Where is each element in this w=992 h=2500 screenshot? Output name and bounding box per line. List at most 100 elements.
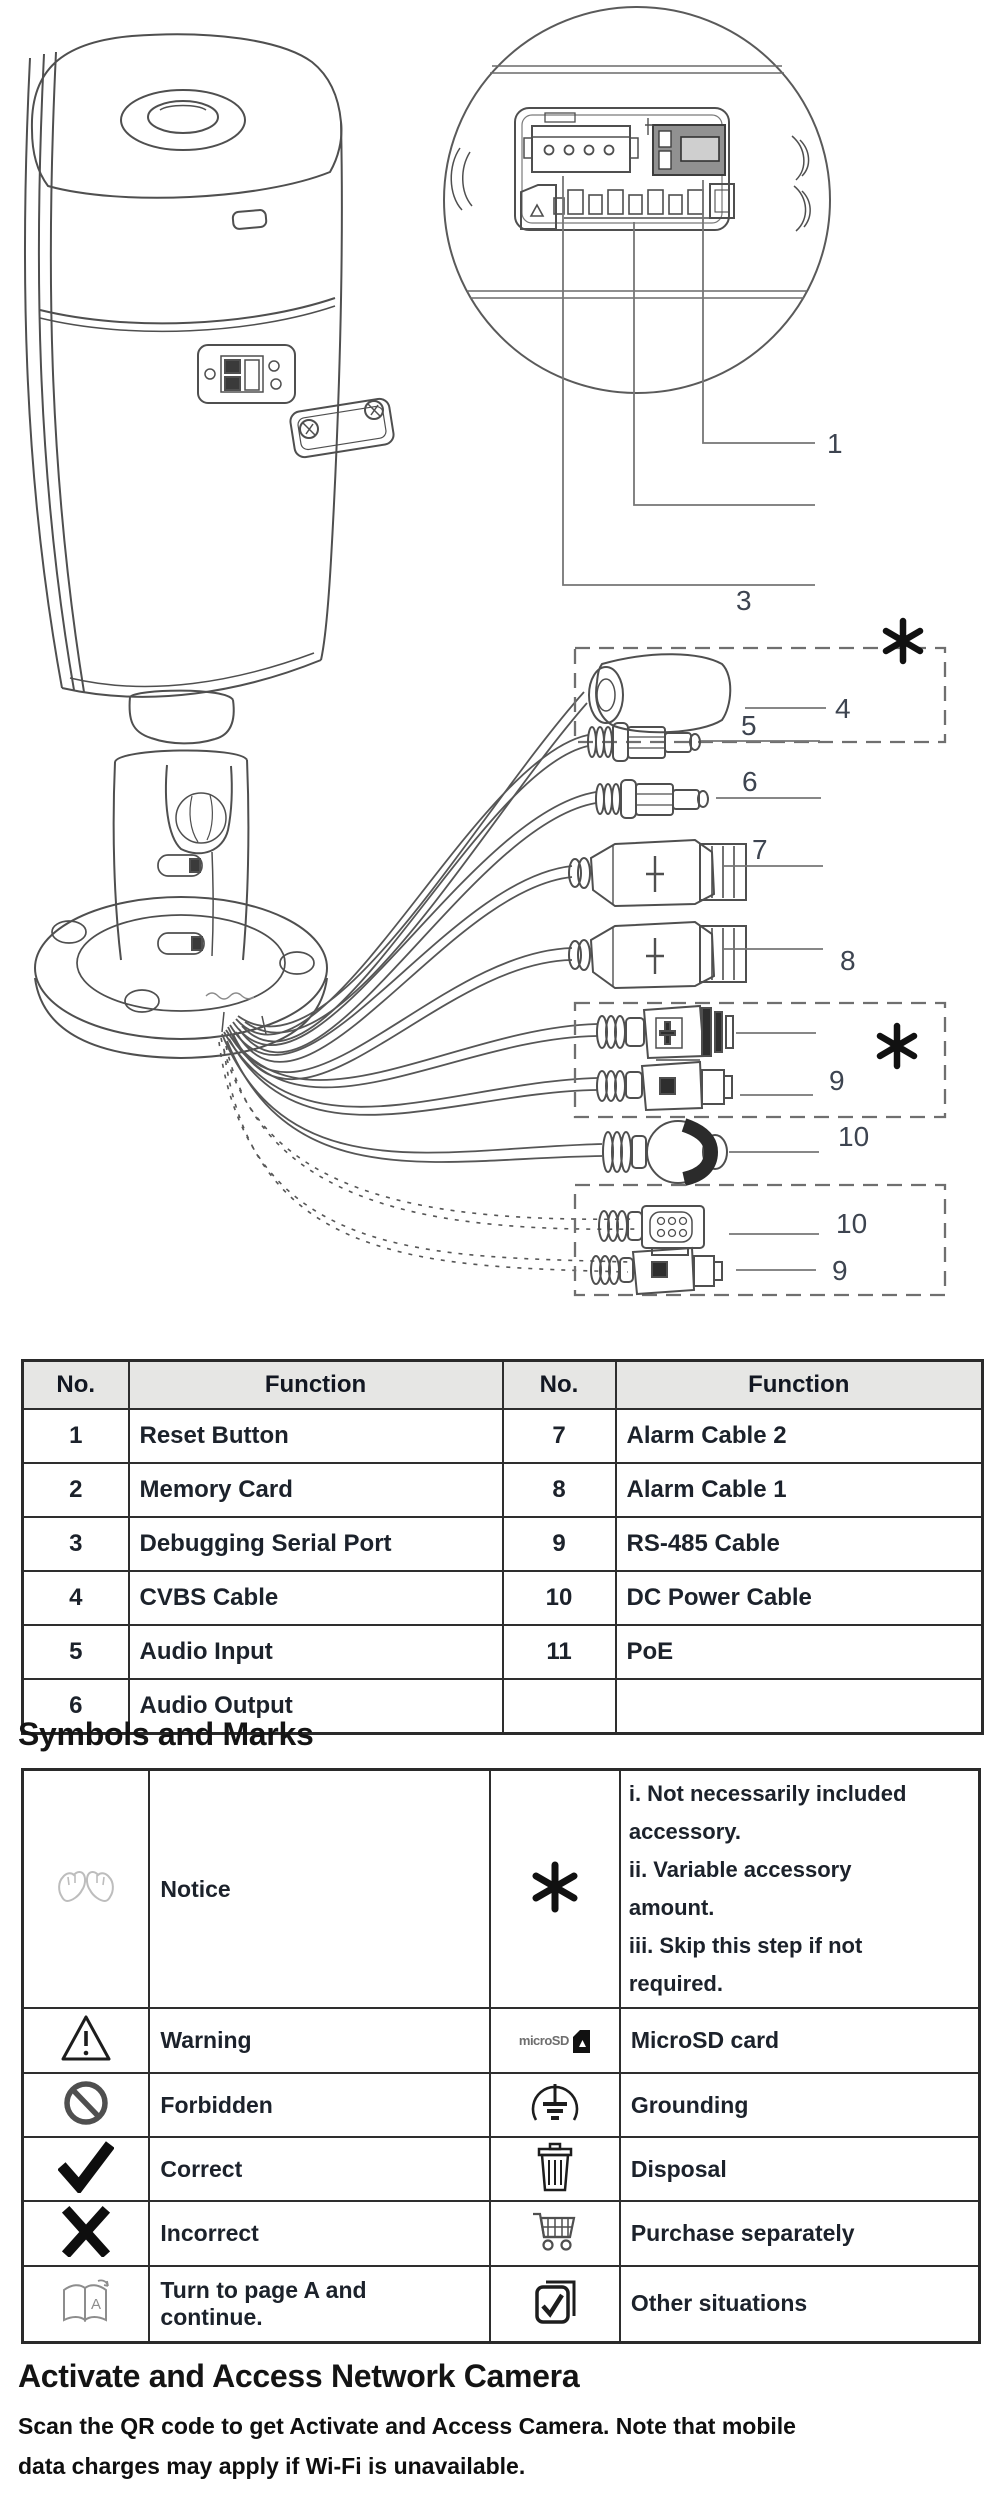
table-row: Warning microSD MicroSD card xyxy=(21,2007,981,2074)
other-situations-label: Other situations xyxy=(618,2265,981,2343)
four-pin-connector xyxy=(523,112,639,173)
label-6: 6 xyxy=(742,766,758,797)
label-9: 9 xyxy=(829,1065,845,1096)
asterisk-icon xyxy=(532,1861,578,1912)
activate-paragraph-line: data charges may apply if Wi-Fi is unava… xyxy=(18,2453,526,2479)
cell-function: Audio Input xyxy=(127,1624,504,1680)
cell-no: 8 xyxy=(501,1462,617,1518)
book-page-icon: A xyxy=(63,2279,110,2323)
microsd-card-icon xyxy=(572,2029,590,2053)
activate-heading: Activate and Access Network Camera xyxy=(18,2358,580,2394)
cell-function xyxy=(614,1678,984,1735)
col-header-no-2: No. xyxy=(501,1359,617,1410)
leader-lines xyxy=(562,176,815,586)
notice-icon-cell xyxy=(21,1768,151,2009)
microsd-logo-text: microSD xyxy=(518,2033,569,2048)
cell-function: Alarm Cable 1 xyxy=(614,1462,984,1518)
optional-box-network xyxy=(573,1001,947,1119)
cell-no: 3 xyxy=(21,1516,130,1572)
forbidden-icon-cell xyxy=(21,2072,151,2138)
cart-icon-cell xyxy=(488,2200,621,2267)
cell-function: RS-485 Cable xyxy=(614,1516,984,1572)
table-row: 3 Debugging Serial Port 9 RS-485 Cable xyxy=(21,1516,984,1572)
cell-function: PoE xyxy=(614,1624,984,1680)
label-10-alt: 10 xyxy=(836,1208,867,1239)
cell-no: 6 xyxy=(21,1678,130,1735)
asterisk-icon-cell xyxy=(488,1768,621,2009)
connector-audio-out xyxy=(595,779,709,819)
cell-no: 9 xyxy=(501,1516,617,1572)
cell-no: 11 xyxy=(501,1624,617,1680)
cell-function: Reset Button xyxy=(127,1408,504,1464)
note-line: amount. xyxy=(628,1895,715,1920)
disposal-label: Disposal xyxy=(618,2136,981,2202)
col-header-function-1: Function xyxy=(127,1359,504,1410)
forbidden-label: Forbidden xyxy=(148,2072,491,2138)
table-row: Notice i. Not necessarily included acces… xyxy=(21,1768,981,2009)
notice-label: Notice xyxy=(148,1768,491,2009)
cell-no: 2 xyxy=(21,1462,130,1518)
note-line: required. xyxy=(628,1971,723,1996)
microsd-mark-icon xyxy=(520,184,557,230)
microsd-icon-cell: microSD xyxy=(488,2007,621,2074)
cell-no: 1 xyxy=(21,1408,130,1464)
turn-page-label: Turn to page A and continue. xyxy=(148,2265,491,2343)
warning-icon-cell xyxy=(21,2007,151,2074)
activate-paragraph: Scan the QR code to get Activate and Acc… xyxy=(18,2406,976,2486)
table-row: A Turn to page A and continue. Other sit… xyxy=(21,2265,981,2343)
symbols-table: Notice i. Not necessarily included acces… xyxy=(21,1768,981,2344)
table-row: 6 Audio Output xyxy=(21,1678,984,1735)
col-header-function-2: Function xyxy=(614,1359,984,1410)
turn-page-line: Turn to page A and xyxy=(160,2276,367,2303)
forbidden-icon xyxy=(64,2080,108,2125)
connector-poe xyxy=(596,1004,734,1061)
col-header-no-1: No. xyxy=(21,1359,130,1410)
table-row: Forbidden Grounding xyxy=(21,2072,981,2138)
connector-cvbs xyxy=(588,653,732,734)
cell-no xyxy=(501,1678,617,1735)
connector-rs485 xyxy=(596,1060,733,1112)
note-line: accessory. xyxy=(628,1819,741,1844)
other-icon-cell xyxy=(488,2265,621,2343)
label-3: 3 xyxy=(736,585,752,616)
note-line: i. Not necessarily included xyxy=(628,1781,907,1806)
incorrect-cross-icon xyxy=(62,2205,111,2259)
connector-rs485-alt xyxy=(590,1246,723,1296)
cell-function: CVBS Cable xyxy=(127,1570,504,1626)
correct-label: Correct xyxy=(148,2136,491,2202)
cell-no: 10 xyxy=(501,1570,617,1626)
table-row: 5 Audio Input 11 PoE xyxy=(21,1624,984,1680)
function-table-header: No. Function No. Function xyxy=(21,1359,984,1410)
connector-dc-alt xyxy=(598,1205,705,1256)
purchase-cart-icon xyxy=(532,2212,576,2251)
grounding-label: Grounding xyxy=(618,2072,981,2138)
correct-check-icon xyxy=(57,2140,115,2195)
connector-dc-power xyxy=(602,1118,728,1186)
microsd-card-label: MicroSD card xyxy=(618,2007,981,2074)
grounding-icon xyxy=(531,2083,579,2121)
port-inset-circle xyxy=(443,6,831,394)
cell-function: Alarm Cable 2 xyxy=(614,1408,984,1464)
table-row: 2 Memory Card 8 Alarm Cable 1 xyxy=(21,1462,984,1518)
serial-port-comb xyxy=(553,183,735,219)
memory-card-slot xyxy=(645,118,726,176)
optional-box-cvbs xyxy=(573,646,947,744)
cell-function: Memory Card xyxy=(127,1462,504,1518)
label-8: 8 xyxy=(840,945,856,976)
grounding-icon-cell xyxy=(488,2072,621,2138)
cell-no: 4 xyxy=(21,1570,130,1626)
correct-icon-cell xyxy=(21,2136,151,2202)
cell-function: Debugging Serial Port xyxy=(127,1516,504,1572)
table-row: Correct Disposal xyxy=(21,2136,981,2202)
other-situations-icon xyxy=(535,2280,576,2324)
camera-body-drawing xyxy=(23,33,395,1060)
table-row: 1 Reset Button 7 Alarm Cable 2 xyxy=(21,1408,984,1464)
book-icon-cell: A xyxy=(21,2265,151,2343)
label-9-alt: 9 xyxy=(832,1255,848,1286)
table-row: 4 CVBS Cable 10 DC Power Cable xyxy=(21,1570,984,1626)
warning-triangle-icon xyxy=(61,2015,111,2061)
cell-function: DC Power Cable xyxy=(614,1570,984,1626)
connector-alarm-1 xyxy=(568,920,747,990)
disposal-bin-icon xyxy=(537,2142,573,2191)
